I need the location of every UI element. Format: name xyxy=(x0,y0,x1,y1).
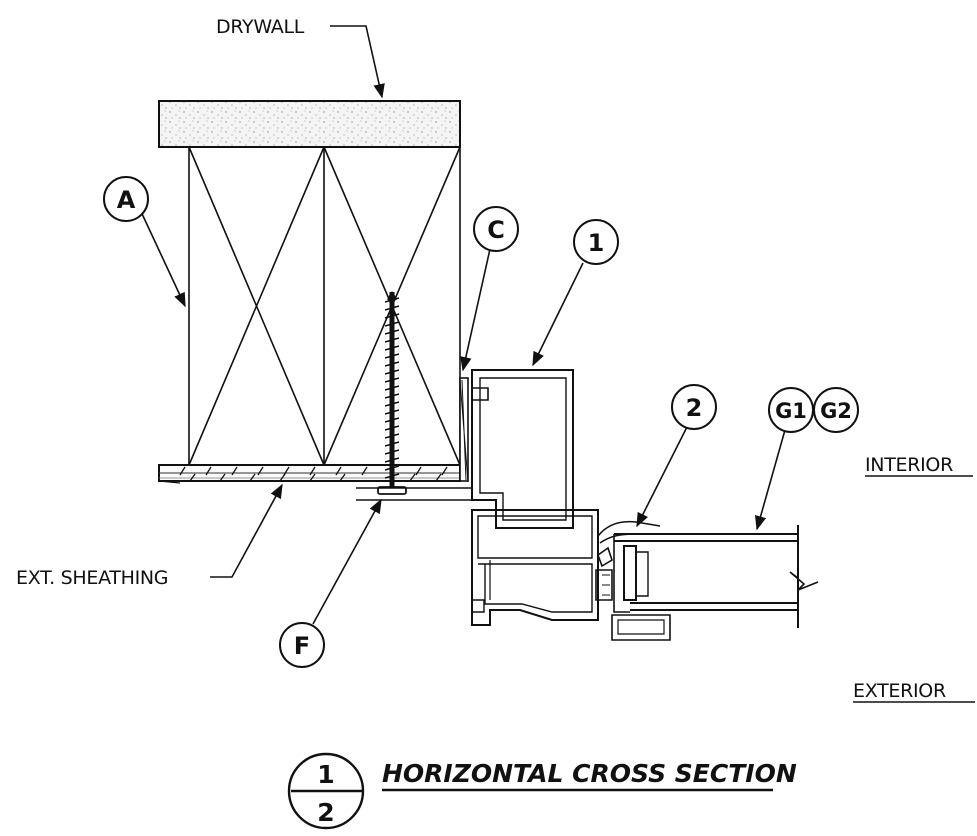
f-leader xyxy=(312,498,382,625)
callout-f: F xyxy=(279,622,325,668)
callout-g2: G2 xyxy=(813,387,859,433)
g-leader xyxy=(754,429,786,531)
wood-studs xyxy=(188,146,461,466)
a-leader xyxy=(136,202,186,308)
drywall-leader xyxy=(330,25,385,99)
detail-number: 1 xyxy=(317,760,334,789)
shim xyxy=(459,377,469,483)
callout-f-text: F xyxy=(294,632,310,660)
frame-profile xyxy=(356,369,574,529)
callout-a: A xyxy=(103,176,149,222)
callout-g2-text: G2 xyxy=(820,399,852,423)
detail-title: HORIZONTAL CROSS SECTION xyxy=(382,759,797,788)
callout-1: 1 xyxy=(573,219,619,265)
two-leader xyxy=(636,424,689,528)
exterior-label: EXTERIOR xyxy=(853,680,946,702)
exterior-sheathing xyxy=(158,464,461,484)
drywall-label: DRYWALL xyxy=(216,16,305,38)
callout-1-text: 1 xyxy=(588,229,605,257)
callout-2: 2 xyxy=(671,384,717,430)
drywall-panel xyxy=(158,100,461,148)
callout-c-text: C xyxy=(487,216,505,244)
ext-sheathing-label: EXT. SHEATHING xyxy=(16,567,168,589)
callout-g1: G1 xyxy=(768,387,814,433)
leader-lines xyxy=(136,25,786,625)
callout-g1-text: G1 xyxy=(775,399,807,423)
sheet-number: 2 xyxy=(317,798,334,827)
one-leader xyxy=(532,262,584,367)
insulated-glass-unit xyxy=(613,525,819,628)
sheathing-leader xyxy=(210,483,283,578)
callout-a-text: A xyxy=(117,186,136,214)
callout-2-text: 2 xyxy=(686,394,703,422)
sash-profile xyxy=(471,509,671,641)
c-leader xyxy=(460,248,491,372)
interior-label: INTERIOR xyxy=(865,454,953,476)
screw-fastener xyxy=(377,291,407,495)
callout-c: C xyxy=(473,206,519,252)
detail-title-block: 1 2 HORIZONTAL CROSS SECTION xyxy=(287,752,797,830)
glazing-gasket xyxy=(595,520,661,601)
